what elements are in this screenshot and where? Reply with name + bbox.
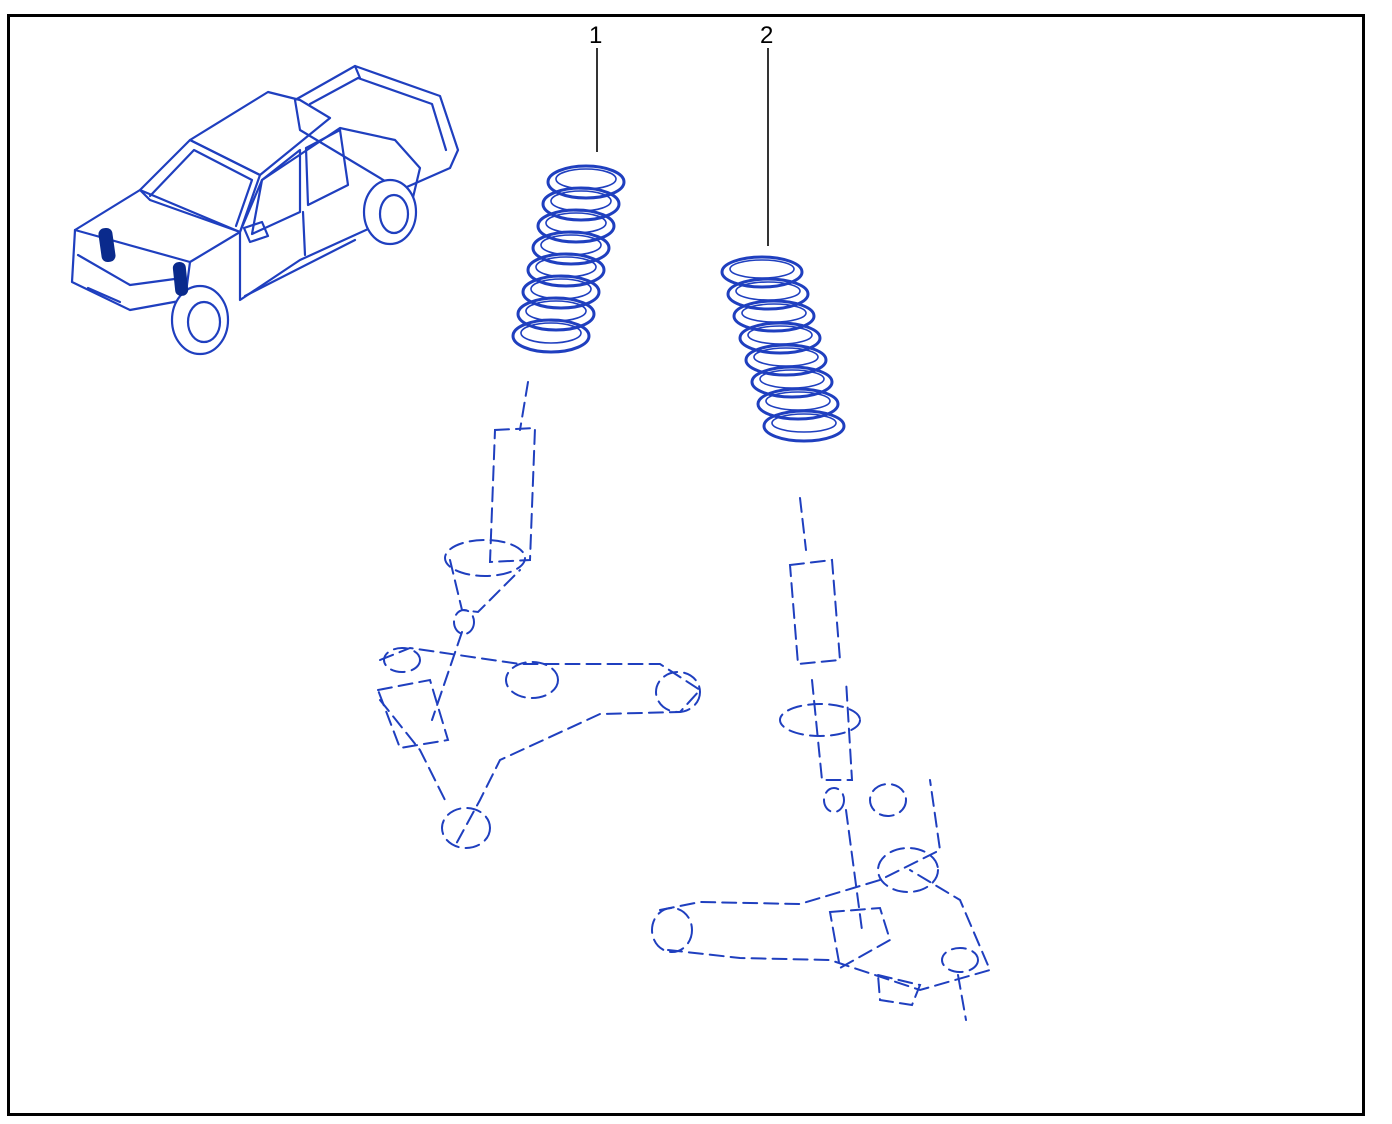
coil-spring-1 [511,164,626,354]
spring-coil-turn [521,274,601,310]
spring-coil-inner [520,322,582,344]
spring-coil-inner [759,369,825,389]
spring-coil-turn [546,164,626,200]
spring-coil-inner [735,281,801,301]
spring-coil-inner [741,303,807,323]
spring-coil-turn [516,296,596,332]
vehicle-thumbnail [70,64,460,356]
coil-spring-2 [720,255,846,443]
spring-coil-inner [753,347,819,367]
spring-coil-inner [771,413,837,433]
spring-coil-inner [540,234,602,256]
diagram-frame [7,14,1365,1116]
spring-coil-inner [530,278,592,300]
spring-coil-turn [732,299,816,333]
spring-coil-turn [531,230,611,266]
control-arm-2 [651,779,992,1021]
strut-assembly-1 [431,381,537,721]
spring-coil-turn [511,318,591,354]
spring-coil-turn [738,321,822,355]
spring-coil-inner [550,190,612,212]
spring-coil-inner [729,259,795,279]
spring-coil-turn [762,409,846,443]
spring-coil-inner [535,256,597,278]
spring-coil-turn [750,365,834,399]
spring-coil-inner [525,300,587,322]
callout-1[interactable]: 1 [589,22,603,49]
spring-coil-turn [726,277,810,311]
spring-coil-turn [744,343,828,377]
thumbnail-spring-highlight-left [98,227,116,263]
thumbnail-spring-highlight-right [172,261,189,296]
control-arm-1 [376,646,702,849]
spring-coil-inner [765,391,831,411]
spring-coil-inner [555,168,617,190]
spring-coil-turn [541,186,621,222]
spring-coil-inner [747,325,813,345]
spring-coil-turn [526,252,606,288]
spring-coil-inner [545,212,607,234]
spring-coil-turn [756,387,840,421]
callout-2[interactable]: 2 [760,22,774,49]
spring-coil-turn [720,255,804,289]
strut-assembly-2 [779,497,863,931]
spring-coil-turn [536,208,616,244]
